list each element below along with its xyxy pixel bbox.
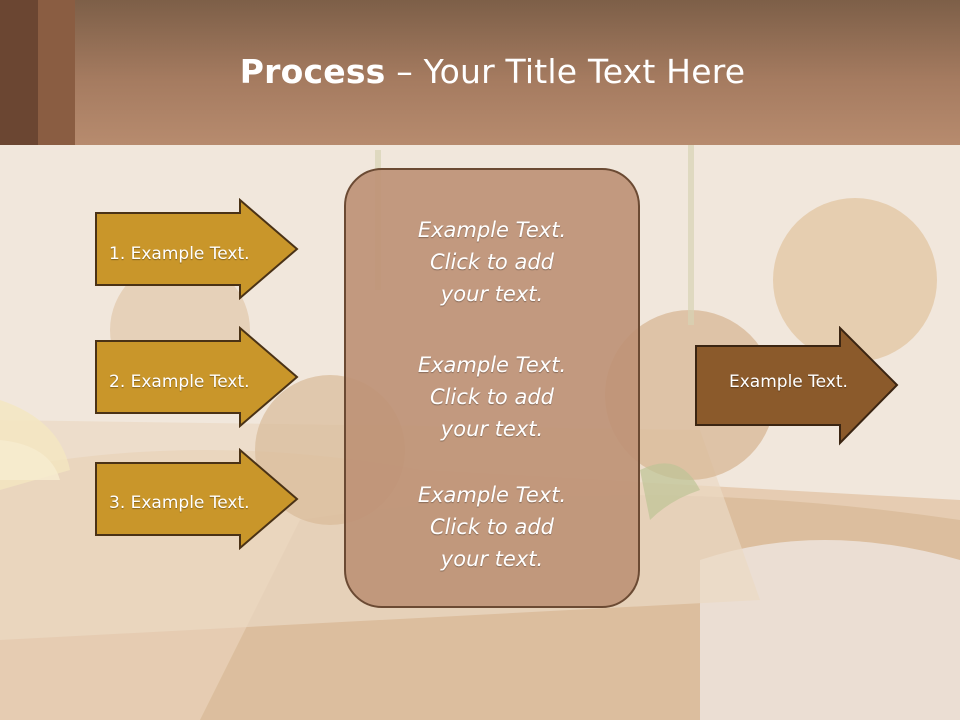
center-line: Click to add: [429, 250, 554, 274]
header-accent-bar: [0, 0, 38, 145]
center-block-2: Example Text. Click to add your text.: [346, 349, 638, 445]
center-line: Example Text.: [417, 218, 567, 242]
header-accent-bar: [38, 0, 75, 145]
result-arrow[interactable]: [694, 326, 900, 446]
header-band: [0, 0, 960, 145]
center-line: Click to add: [429, 515, 554, 539]
center-line: Click to add: [429, 385, 554, 409]
center-line: your text.: [440, 417, 544, 441]
step-arrow-3[interactable]: [94, 448, 300, 550]
step-label-1: 1. Example Text.: [109, 244, 250, 264]
center-line: Example Text.: [417, 483, 567, 507]
step-arrow-1[interactable]: [94, 198, 300, 300]
center-block-1: Example Text. Click to add your text.: [346, 214, 638, 310]
step-label-2: 2. Example Text.: [109, 372, 250, 392]
center-line: Example Text.: [417, 353, 567, 377]
center-text-box[interactable]: Example Text. Click to add your text. Ex…: [344, 168, 640, 608]
step-label-3: 3. Example Text.: [109, 493, 250, 513]
title-bold: Process: [239, 52, 386, 91]
slide-title[interactable]: Process – Your Title Text Here: [0, 52, 960, 91]
step-arrow-2[interactable]: [94, 326, 300, 428]
title-rest: – Your Title Text Here: [385, 52, 746, 91]
center-line: your text.: [440, 547, 544, 571]
center-line: your text.: [440, 282, 544, 306]
result-label: Example Text.: [729, 372, 848, 392]
center-block-3: Example Text. Click to add your text.: [346, 479, 638, 575]
